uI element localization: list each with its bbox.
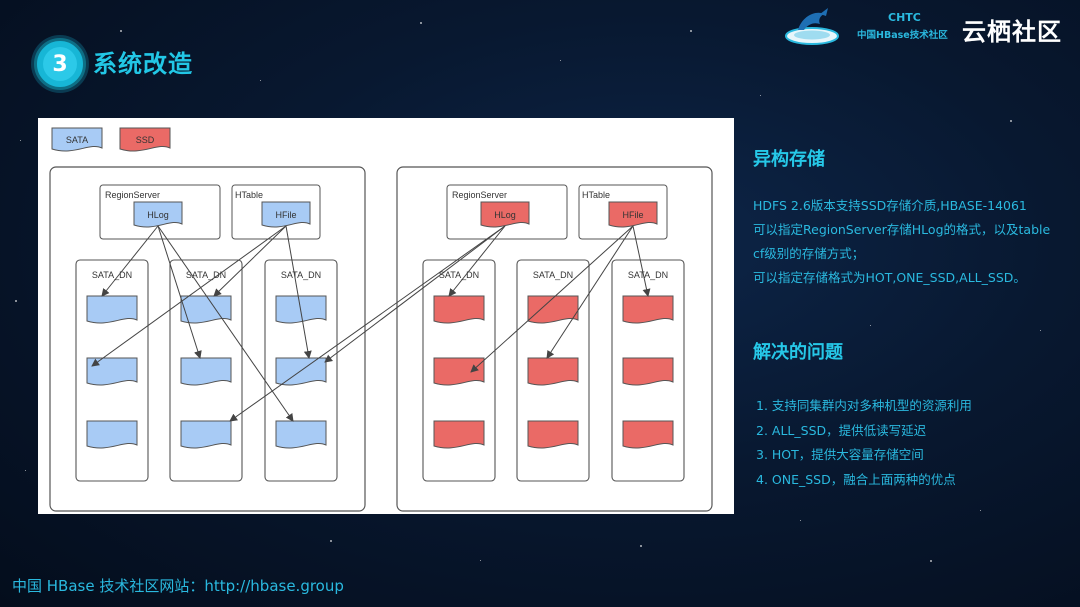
block-file bbox=[433, 295, 485, 324]
replication-arrow bbox=[213, 225, 287, 297]
region-server-label: RegionServer bbox=[452, 190, 507, 200]
data-node-label: SATA_DN bbox=[439, 270, 479, 280]
description-line: 可以指定RegionServer存储HLog的格式，以及table bbox=[753, 222, 1051, 237]
block-file bbox=[622, 357, 674, 386]
replication-arrow bbox=[632, 225, 651, 297]
hfile-label: HFile bbox=[275, 210, 296, 220]
replication-arrow bbox=[229, 225, 506, 422]
description-line: 可以指定存储格式为HOT,ONE_SSD,ALL_SSD。 bbox=[753, 270, 1026, 285]
block-file bbox=[527, 357, 579, 386]
legend-swatch-ssd bbox=[119, 127, 171, 152]
description-line: HDFS 2.6版本支持SSD存储介质,HBASE-14061 bbox=[753, 198, 1027, 213]
replication-arrow bbox=[324, 225, 506, 363]
page-title: 系统改造 bbox=[93, 50, 193, 78]
problems-list: 1. 支持同集群内对多种机型的资源利用 2. ALL_SSD，提供低读写延迟 3… bbox=[756, 394, 972, 492]
legend-label: SSD bbox=[136, 135, 155, 145]
block-file bbox=[86, 420, 138, 449]
replication-arrow bbox=[470, 225, 634, 373]
replication-arrow bbox=[91, 225, 287, 367]
data-node-label: SATA_DN bbox=[281, 270, 321, 280]
block-file bbox=[433, 420, 485, 449]
section-number-badge: 3 bbox=[34, 38, 86, 90]
hfile-file bbox=[261, 201, 311, 228]
region-server-label: RegionServer bbox=[105, 190, 160, 200]
description-block: HDFS 2.6版本支持SSD存储介质,HBASE-14061 可以指定Regi… bbox=[753, 194, 1073, 290]
list-item: 4. ONE_SSD，融合上面两种的优点 bbox=[756, 471, 956, 487]
dolphin-logo-icon bbox=[785, 8, 839, 45]
block-file bbox=[275, 357, 327, 386]
block-file bbox=[86, 357, 138, 386]
legend-swatch-sata bbox=[51, 127, 103, 152]
hfile-label: HFile bbox=[622, 210, 643, 220]
replication-arrow bbox=[448, 225, 506, 297]
org-full-name: 中国HBase技术社区 bbox=[857, 30, 948, 41]
hlog-file bbox=[133, 201, 183, 228]
legend-label: SATA bbox=[66, 135, 88, 145]
cluster-box bbox=[396, 166, 713, 512]
replication-arrow bbox=[285, 225, 312, 359]
problems-solved-heading: 解决的问题 bbox=[753, 342, 843, 363]
org-short-name: CHTC bbox=[888, 11, 921, 24]
block-file bbox=[180, 295, 232, 324]
list-item: 1. 支持同集群内对多种机型的资源利用 bbox=[756, 398, 972, 413]
data-node-label: SATA_DN bbox=[628, 270, 668, 280]
block-file bbox=[433, 357, 485, 386]
block-file bbox=[86, 295, 138, 324]
block-file bbox=[180, 420, 232, 449]
data-node-label: SATA_DN bbox=[533, 270, 573, 280]
hlog-file bbox=[480, 201, 530, 228]
replication-arrow bbox=[101, 225, 159, 297]
data-node-label: SATA_DN bbox=[92, 270, 132, 280]
block-file bbox=[527, 295, 579, 324]
block-file bbox=[622, 420, 674, 449]
heterogeneous-storage-heading: 异构存储 bbox=[753, 149, 825, 170]
section-number: 3 bbox=[52, 51, 68, 77]
block-file bbox=[275, 420, 327, 449]
footer-website: 中国 HBase 技术社区网站：http://hbase.group bbox=[12, 577, 344, 595]
htable-label: HTable bbox=[582, 190, 610, 200]
list-item: 3. HOT，提供大容量存储空间 bbox=[756, 447, 924, 462]
block-file bbox=[527, 420, 579, 449]
description-line: cf级别的存储方式； bbox=[753, 246, 865, 261]
hlog-label: HLog bbox=[494, 210, 516, 220]
replication-arrow bbox=[157, 225, 294, 422]
cluster-box bbox=[49, 166, 366, 512]
data-node-label: SATA_DN bbox=[186, 270, 226, 280]
replication-arrow bbox=[157, 225, 202, 359]
brand-name: 云栖社区 bbox=[962, 18, 1062, 46]
hfile-file bbox=[608, 201, 658, 228]
block-file bbox=[180, 357, 232, 386]
list-item: 2. ALL_SSD，提供低读写延迟 bbox=[756, 422, 927, 438]
hlog-label: HLog bbox=[147, 210, 169, 220]
htable-label: HTable bbox=[235, 190, 263, 200]
replication-arrow bbox=[546, 225, 634, 359]
block-file bbox=[622, 295, 674, 324]
